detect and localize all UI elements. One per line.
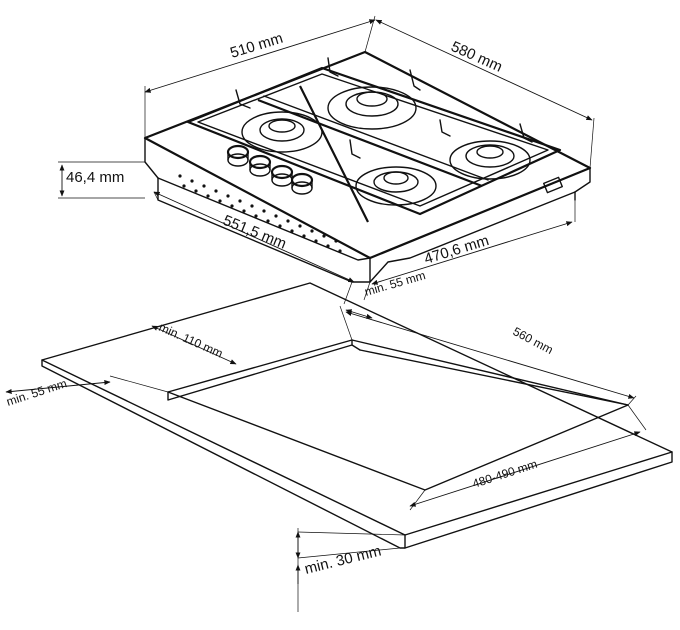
burner-back-center bbox=[327, 86, 417, 130]
label-height: 46,4 mm bbox=[66, 169, 124, 186]
hob-burners bbox=[241, 86, 531, 206]
hob-control-knobs bbox=[226, 144, 314, 195]
burner-front bbox=[355, 166, 437, 206]
label-cutout-depth: 480-490 mm bbox=[471, 457, 539, 491]
label-clearance-back: min. 55 mm bbox=[363, 268, 427, 299]
hob-pan-supports bbox=[186, 57, 562, 223]
gas-connector bbox=[543, 176, 563, 194]
label-depth-top: 580 mm bbox=[448, 38, 504, 76]
hob-drawing bbox=[143, 50, 592, 283]
cutout-opening bbox=[167, 339, 629, 491]
label-worktop-thickness: min. 30 mm bbox=[303, 542, 383, 577]
worktop-dimensions bbox=[5, 305, 647, 612]
burner-back-left bbox=[241, 111, 323, 153]
hob-dimensions bbox=[58, 15, 595, 305]
label-clearance-front: min. 55 mm bbox=[5, 376, 69, 409]
label-depth-body: 470,6 mm bbox=[422, 232, 491, 268]
worktop-surface bbox=[41, 282, 673, 536]
worktop-edge bbox=[41, 359, 673, 549]
label-clearance-side: min. 110 mm bbox=[157, 320, 225, 361]
worktop-drawing bbox=[41, 282, 673, 549]
label-cutout-width: 560 mm bbox=[511, 324, 556, 357]
burner-right bbox=[449, 140, 531, 180]
